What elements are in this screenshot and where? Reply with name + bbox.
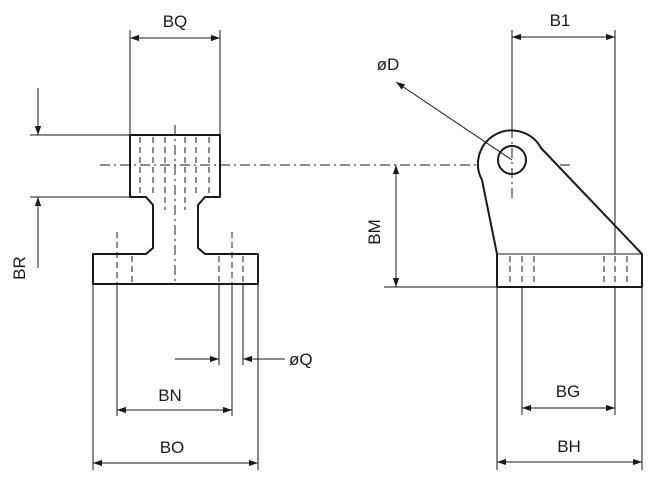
dim-label-bh: BH bbox=[557, 437, 581, 456]
dim-label-br: BR bbox=[10, 256, 29, 280]
dim-label-b1: B1 bbox=[550, 11, 571, 30]
dim-label-bn: BN bbox=[158, 386, 182, 405]
dim-label-phi-d: øD bbox=[377, 55, 400, 74]
dim-label-bq: BQ bbox=[163, 12, 188, 31]
side-view: B1 øD BM BG BH bbox=[365, 11, 643, 470]
dim-label-bg: BG bbox=[556, 382, 581, 401]
dim-label-bo: BO bbox=[160, 438, 185, 457]
front-view: BQ BR BN BO øQ bbox=[10, 12, 570, 470]
dim-label-bm: BM bbox=[365, 219, 384, 245]
dim-label-phi-q: øQ bbox=[289, 350, 313, 369]
